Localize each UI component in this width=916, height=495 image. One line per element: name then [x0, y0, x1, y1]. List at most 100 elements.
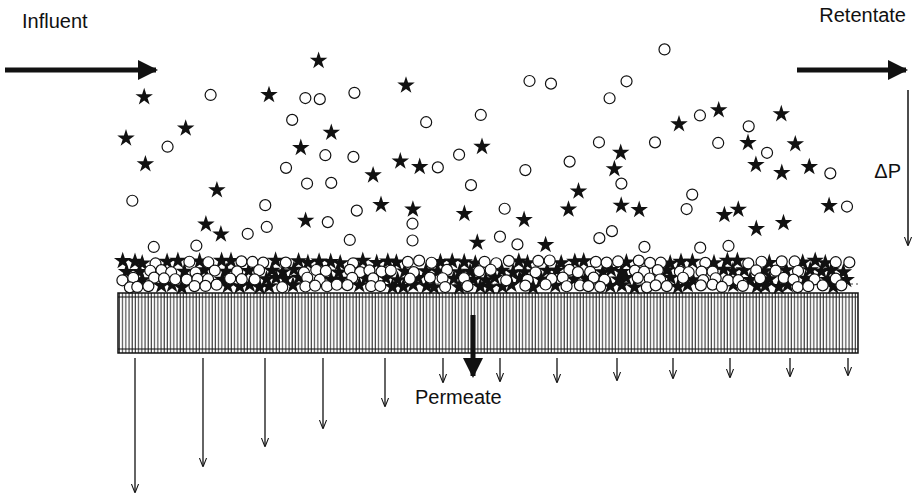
open-particle — [803, 281, 814, 292]
solid-particle — [801, 158, 818, 175]
open-particle — [678, 272, 689, 283]
open-particle — [375, 281, 386, 292]
open-particle — [310, 280, 321, 291]
flow-arrow — [264, 358, 265, 446]
open-particle — [465, 180, 476, 191]
flow-arrow — [202, 358, 203, 466]
open-particle — [590, 256, 601, 267]
open-particle — [404, 273, 415, 284]
open-particle — [842, 201, 853, 212]
open-particle — [385, 265, 396, 276]
open-particle — [606, 226, 617, 237]
open-particle — [520, 165, 531, 176]
open-particle — [737, 280, 748, 291]
solid-particle — [404, 200, 421, 217]
open-particle — [601, 257, 612, 268]
open-particle — [836, 280, 847, 291]
solid-particle — [630, 201, 647, 218]
open-particle — [659, 44, 670, 55]
open-particle — [326, 177, 337, 188]
solid-particle — [747, 156, 764, 173]
open-particle — [604, 93, 615, 104]
open-particle — [583, 281, 594, 292]
flow-arrow — [556, 358, 557, 382]
open-particle — [342, 280, 353, 291]
open-particle — [825, 168, 836, 179]
open-particle — [564, 156, 575, 167]
open-particle — [520, 280, 531, 291]
open-particle — [616, 178, 627, 189]
open-particle — [184, 256, 195, 267]
open-particle — [501, 275, 512, 286]
open-particle — [524, 75, 535, 86]
open-particle — [762, 147, 773, 158]
open-particle — [595, 281, 606, 292]
solid-particle — [310, 52, 327, 69]
open-particle — [205, 89, 216, 100]
open-particle — [743, 121, 754, 132]
open-particle — [572, 267, 583, 278]
label-text: Permeate — [415, 386, 502, 408]
open-particle — [544, 255, 555, 266]
flow-arrow — [134, 358, 135, 492]
solid-particle — [208, 181, 225, 198]
open-particle — [236, 274, 247, 285]
open-particle — [499, 203, 510, 214]
open-particle — [200, 280, 211, 291]
open-particle — [695, 242, 706, 253]
open-particle — [191, 240, 202, 251]
open-particle — [512, 239, 523, 250]
pressure-arrow — [907, 90, 909, 245]
open-particle — [454, 149, 465, 160]
open-particle — [694, 110, 705, 121]
open-particle — [632, 272, 643, 283]
solid-particle — [260, 86, 277, 103]
flow-arrow — [616, 358, 617, 380]
open-particle — [302, 178, 313, 189]
open-particle — [322, 217, 333, 228]
solid-particle — [469, 233, 486, 250]
open-particle — [162, 141, 173, 152]
solid-particle — [613, 276, 630, 293]
open-particle — [424, 272, 435, 283]
solid-particle — [323, 123, 340, 140]
flow-arrow — [729, 358, 730, 377]
open-particle — [132, 281, 143, 292]
solid-particle — [606, 160, 623, 177]
open-particle — [127, 195, 138, 206]
open-particle — [533, 255, 544, 266]
solid-particle — [456, 205, 473, 222]
solid-particle — [820, 197, 837, 214]
solid-particle — [670, 115, 687, 132]
solid-particle — [117, 129, 134, 146]
label-text: ΔP — [874, 160, 901, 182]
open-particle — [287, 114, 298, 125]
open-particle — [681, 204, 692, 215]
open-particle — [432, 162, 443, 173]
open-particle — [211, 279, 222, 290]
open-particle — [260, 200, 271, 211]
open-particle — [792, 282, 803, 293]
open-particle — [277, 282, 288, 293]
open-particle — [695, 280, 706, 291]
solid-particle — [748, 220, 765, 237]
open-particle — [320, 150, 331, 161]
open-particle — [348, 151, 359, 162]
solid-particle — [177, 119, 194, 136]
open-particle — [613, 256, 624, 267]
open-particle — [650, 280, 661, 291]
solid-particle — [560, 200, 577, 217]
open-particle — [485, 264, 496, 275]
solid-particle — [787, 135, 804, 152]
open-particle — [621, 76, 632, 87]
open-particle — [723, 240, 734, 251]
solid-particle — [397, 76, 414, 93]
label-text: Retentate — [819, 4, 906, 26]
open-particle — [189, 281, 200, 292]
open-particle — [639, 241, 650, 252]
open-particle — [494, 231, 505, 242]
open-particle — [407, 235, 418, 246]
solid-particle — [612, 196, 629, 213]
open-particle — [426, 257, 437, 268]
